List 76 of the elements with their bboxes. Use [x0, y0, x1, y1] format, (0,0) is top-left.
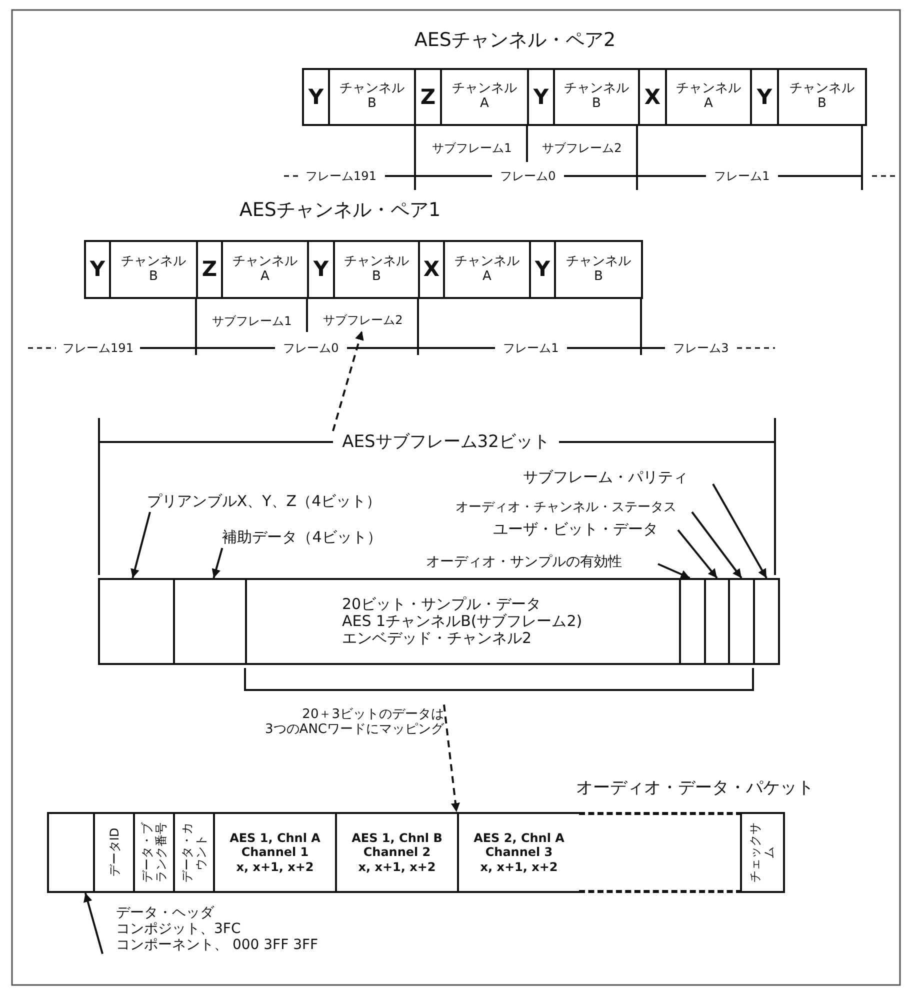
leader-arrow: [84, 892, 104, 954]
cell-label: チャンネル A: [451, 82, 518, 112]
note-text: コンポジット、3FC: [116, 920, 241, 938]
group-heading: オーディオ・データ・パケット: [575, 778, 815, 798]
leader-arrow: [691, 511, 742, 579]
cell-label: Channel 2: [363, 845, 431, 860]
bit-cell: [753, 578, 780, 665]
leader-arrow: [212, 548, 224, 578]
preamble-cell: [418, 240, 445, 299]
leader-arrow: [677, 529, 718, 579]
preamble-letter: Y: [534, 257, 550, 282]
preamble-cell: [196, 240, 223, 299]
cell-label: AES 2, Chnl A: [474, 830, 564, 846]
cell-label: AES 1チャンネルB(サブフレーム2): [342, 612, 582, 630]
preamble-letter: Y: [313, 257, 329, 282]
bit-cell: [704, 578, 730, 665]
preamble-letter: Y: [756, 84, 772, 110]
cell-label: チャンネル B: [120, 254, 187, 284]
cell-label: x, x+1, x+2: [480, 860, 558, 874]
packet-field-cell: [133, 812, 175, 893]
preamble-letter: Y: [308, 84, 324, 110]
cell-label: チャンネル A: [232, 254, 298, 284]
cell-label: Channel 3: [485, 845, 553, 860]
cell-label: データID: [106, 827, 122, 879]
cell-label: データ・カウント: [180, 822, 208, 884]
preamble-cell: [529, 240, 556, 299]
leader-arrow: [130, 512, 151, 578]
preamble-letter: Z: [420, 84, 436, 110]
packet-field-cell: [93, 812, 135, 893]
cell-label: チャンネル A: [454, 254, 520, 284]
preamble-cell: [527, 68, 555, 126]
preamble-cell: [750, 68, 779, 126]
group-heading: AESチャンネル・ペア2: [413, 30, 617, 50]
leader-arrow: [658, 563, 690, 579]
bit-cell: [173, 578, 247, 665]
cell-label: チャンネル B: [563, 82, 630, 112]
packet-field-cell: [173, 812, 215, 893]
cell-label: チェックサム: [748, 822, 777, 884]
cell-label: 20ビット・サンプル・データ: [342, 596, 542, 613]
cell-label: チャンネル B: [788, 82, 856, 112]
bit-cell: [728, 578, 755, 665]
bit-cell: [679, 578, 706, 665]
cell-label: エンベデッド・チャンネル2: [342, 630, 532, 648]
preamble-letter: X: [644, 84, 661, 110]
bit-cell: [47, 812, 95, 893]
cell-label: チャンネル B: [565, 254, 632, 284]
bit-cell: [98, 578, 175, 665]
preamble-cell: [307, 240, 335, 299]
cell-label: AES 1, Chnl A: [230, 830, 320, 846]
preamble-cell: [414, 68, 442, 126]
group-heading: AESチャンネル・ペア1: [238, 200, 442, 220]
note-text: 20＋3ビットのデータは: [302, 708, 444, 722]
leader-arrow: [712, 484, 768, 578]
cell-label: チャンネル B: [338, 82, 406, 112]
cell-label: チャンネル B: [343, 254, 410, 284]
dashed-arrow: [443, 704, 460, 812]
note-text: 3つのANCワードにマッピング: [265, 723, 444, 738]
note-text: コンポーネント、 000 3FF 3FF: [116, 937, 318, 954]
cell-label: AES 1, Chnl B: [352, 830, 442, 846]
dashed-gap: [579, 812, 742, 893]
note-text: データ・ヘッダ: [116, 904, 214, 921]
cell-label: x, x+1, x+2: [236, 860, 314, 874]
preamble-letter: Y: [90, 257, 106, 282]
cell-label: データ・ブランク番号: [140, 821, 168, 884]
preamble-cell: [84, 240, 111, 299]
sample-data-cell: [245, 578, 681, 665]
preamble-letter: X: [423, 257, 440, 282]
preamble-cell: [302, 68, 330, 126]
cell-label: チャンネル A: [675, 82, 742, 112]
preamble-cell: [638, 68, 667, 126]
cell-label: Channel 1: [241, 845, 309, 860]
dashed-arrow: [332, 330, 364, 432]
preamble-letter: Y: [533, 84, 549, 110]
cell-label: x, x+1, x+2: [358, 860, 436, 874]
preamble-letter: Z: [202, 257, 218, 282]
packet-field-cell: [740, 812, 785, 893]
